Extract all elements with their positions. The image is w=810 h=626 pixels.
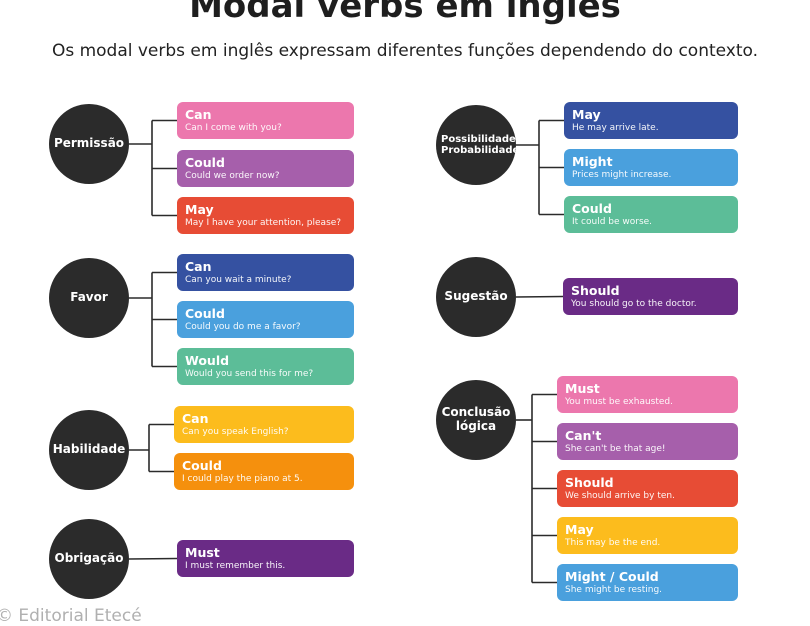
modal-verb: Must <box>185 545 220 560</box>
example-sentence: She can't be that age! <box>565 444 666 454</box>
modal-verb: Could <box>182 458 222 473</box>
modal-verb: Would <box>185 353 230 368</box>
example-sentence: May I have your attention, please? <box>185 218 342 228</box>
modal-verb: Can <box>185 259 212 274</box>
category-circle-possibilidade-probabilidade: Possibilidade Probabilidade <box>436 105 520 185</box>
modal-verb: Can <box>182 411 209 426</box>
category-label: Sugestão <box>444 289 508 304</box>
category-label: Favor <box>70 290 108 305</box>
category-circle-permissao: Permissão <box>49 104 129 184</box>
example-sentence: I could play the piano at 5. <box>182 474 303 484</box>
example-sentence: It could be worse. <box>572 217 653 227</box>
example-sentence: Can I come with you? <box>185 123 282 133</box>
modal-verb: Might / Could <box>565 569 659 584</box>
category-label: Conclusão lógica <box>441 405 511 433</box>
category-label: Obrigação <box>54 551 124 566</box>
category-circle-sugestao: Sugestão <box>436 257 516 337</box>
modal-verb: Can't <box>565 428 602 443</box>
category-circle-habilidade: Habilidade <box>49 410 129 490</box>
category-circle-obrigacao: Obrigação <box>49 519 129 599</box>
category-label: Habilidade <box>52 442 126 457</box>
modal-verb: Should <box>565 475 614 490</box>
modal-verb: Could <box>572 201 612 216</box>
page-subtitle: Os modal verbs em inglês expressam difer… <box>51 41 759 61</box>
example-sentence: This may be the end. <box>565 538 661 548</box>
example-sentence: Would you send this for me? <box>185 369 314 379</box>
modal-verb: Might <box>572 154 613 169</box>
category-label: Permissão <box>53 136 125 151</box>
example-sentence: I must remember this. <box>185 561 286 571</box>
modal-verb: May <box>565 522 594 537</box>
modal-verb: Can <box>185 107 212 122</box>
category-circle-conclusao-logica: Conclusão lógica <box>436 380 516 460</box>
example-sentence: He may arrive late. <box>572 123 659 133</box>
example-sentence: Could you do me a favor? <box>185 322 301 332</box>
example-sentence: Can you speak English? <box>182 427 289 437</box>
example-sentence: Could we order now? <box>185 171 280 181</box>
example-sentence: You must be exhausted. <box>565 397 673 407</box>
modal-verb: Should <box>571 283 620 298</box>
modal-verb: Could <box>185 306 225 321</box>
page-title: Modal verbs em inglês <box>189 0 621 26</box>
modal-verb: Must <box>565 381 600 396</box>
example-sentence: You should go to the doctor. <box>571 299 697 309</box>
example-sentence: We should arrive by ten. <box>565 491 675 501</box>
connector-line <box>128 557 178 560</box>
modal-verb: Could <box>185 155 225 170</box>
connector-line <box>515 295 564 298</box>
category-label: Possibilidade Probabilidade <box>441 133 520 157</box>
credit-text: © Editorial Etecé <box>0 606 142 626</box>
example-sentence: Prices might increase. <box>572 170 672 180</box>
category-circle-favor: Favor <box>49 258 129 338</box>
modal-verb: May <box>185 202 214 217</box>
example-sentence: She might be resting. <box>565 585 663 595</box>
modal-verb: May <box>572 107 601 122</box>
example-sentence: Can you wait a minute? <box>185 275 292 285</box>
